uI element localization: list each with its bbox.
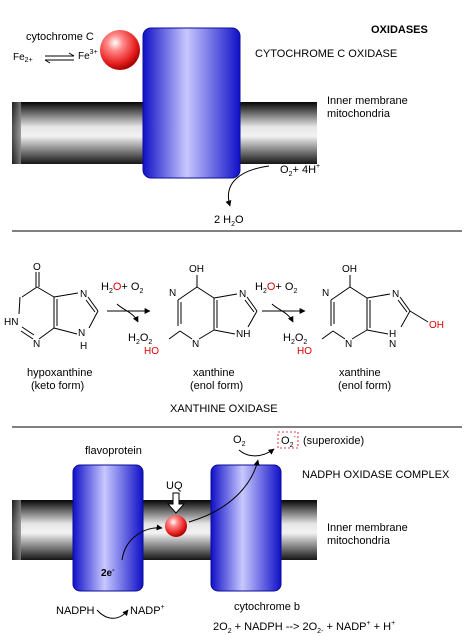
nadph-label: NADPH bbox=[56, 605, 95, 617]
section-nadph-oxidase: flavoprotein O2 O2- (superoxide) NADPH O… bbox=[12, 431, 450, 635]
atom-n: N bbox=[33, 339, 40, 350]
hypoxanthine-form: (keto form) bbox=[31, 380, 84, 392]
membrane-label-2-line2: mitochondria bbox=[327, 535, 391, 547]
atom-n: N bbox=[345, 339, 352, 350]
o2-to-superoxide-arrow bbox=[238, 448, 275, 457]
membrane-label-2-line1: Inner membrane bbox=[327, 522, 408, 534]
nadp-label: NADP+ bbox=[130, 604, 165, 617]
reagent-h2o-o2-1: H2O+ O2 bbox=[101, 281, 143, 295]
cytochrome-c-label: cytochrome C bbox=[26, 31, 94, 43]
xanthine-structure-2: OH N N N H N HO OH bbox=[297, 264, 444, 357]
uq-label: UQ bbox=[166, 480, 183, 492]
fe2-label: Fe2+ bbox=[13, 52, 33, 64]
atom-h: H bbox=[80, 341, 87, 352]
fe3-label: Fe3+ bbox=[78, 49, 98, 62]
cytochrome-b-block bbox=[210, 464, 282, 592]
nadph-equation: 2O2 + NADPH --> 2O2- + NADP+ + H+ bbox=[213, 620, 395, 635]
section-xanthine-oxidase: O HN N N N H hypoxanthine (keto form) H2… bbox=[4, 262, 444, 415]
hypoxanthine-structure: O HN N N N H bbox=[4, 262, 99, 352]
section-cytochrome-c-oxidase: OXIDASES CYTOCHROME C OXIDASE cytochrome… bbox=[12, 24, 428, 228]
atom-n: N bbox=[169, 288, 176, 299]
reagent-h2o-o2-2: H2O+ O2 bbox=[255, 281, 297, 295]
xanthine-form-2: (enol form) bbox=[338, 380, 391, 392]
o2-label: O2 bbox=[233, 434, 246, 448]
xanthine-oxidase-label: XANTHINE OXIDASE bbox=[170, 403, 278, 415]
atom-oh: OH bbox=[189, 264, 204, 275]
xanthine-name-1: xanthine bbox=[193, 367, 235, 379]
product-h2o2-1: H2O2 bbox=[128, 332, 152, 346]
superoxide-box bbox=[277, 431, 299, 449]
cytochrome-c-oxidase-label: CYTOCHROME C OXIDASE bbox=[255, 48, 397, 60]
hypoxanthine-name: hypoxanthine bbox=[27, 367, 92, 379]
atom-n: N bbox=[392, 289, 399, 300]
atom-ho: HO bbox=[297, 346, 312, 357]
electrons-label: 2e- bbox=[101, 567, 115, 579]
xanthine-form-1: (enol form) bbox=[190, 380, 243, 392]
membrane-label-1-line1: Inner membrane bbox=[327, 95, 408, 107]
electron-flow-arrow-1 bbox=[121, 524, 163, 561]
electron-flow-arrow-2 bbox=[188, 459, 260, 523]
reaction-arrow-1 bbox=[225, 165, 270, 207]
atom-n: N bbox=[389, 339, 396, 350]
nadph-oxidase-complex-label: NADPH OXIDASE COMPLEX bbox=[302, 469, 450, 481]
nadph-arrow bbox=[96, 609, 129, 619]
atom-oh-red: OH bbox=[429, 320, 444, 331]
atom-hn: HN bbox=[4, 317, 18, 328]
cytochrome-c-sphere bbox=[100, 30, 140, 70]
oxidases-heading: OXIDASES bbox=[371, 24, 428, 36]
reaction-arrow-2 bbox=[107, 303, 151, 323]
water-product-label: 2 H2O bbox=[214, 214, 244, 228]
ubiquinone-sphere bbox=[165, 515, 187, 537]
flavoprotein-block bbox=[72, 464, 144, 592]
cytochrome-b-label: cytochrome b bbox=[234, 601, 300, 613]
atom-oh: OH bbox=[342, 264, 357, 275]
reaction-arrow-3 bbox=[262, 303, 306, 323]
atom-nh: N bbox=[78, 328, 85, 339]
atom-h: H bbox=[389, 329, 396, 340]
atom-n: N bbox=[80, 289, 87, 300]
xanthine-structure-1: OH N N N NH HO bbox=[144, 264, 258, 357]
atom-nh: NH bbox=[236, 329, 250, 340]
flavoprotein-label: flavoprotein bbox=[85, 445, 142, 457]
uq-hollow-arrow bbox=[166, 492, 186, 514]
atom-n: N bbox=[192, 339, 199, 350]
membrane-label-1-line2: mitochondria bbox=[327, 108, 391, 120]
equilibrium-arrows bbox=[44, 52, 75, 64]
cytochrome-c-oxidase-protein bbox=[142, 27, 241, 179]
atom-o: O bbox=[33, 262, 41, 273]
product-h2o2-2: H2O2 bbox=[283, 332, 307, 346]
superoxide-label: (superoxide) bbox=[303, 435, 364, 447]
o2-plus-4h-label: O2+ 4H+ bbox=[280, 163, 320, 178]
atom-ho: HO bbox=[144, 346, 159, 357]
atom-n: N bbox=[239, 289, 246, 300]
superoxide-species: O2- bbox=[281, 434, 296, 449]
xanthine-name-2: xanthine bbox=[339, 367, 381, 379]
atom-n: N bbox=[322, 288, 329, 299]
